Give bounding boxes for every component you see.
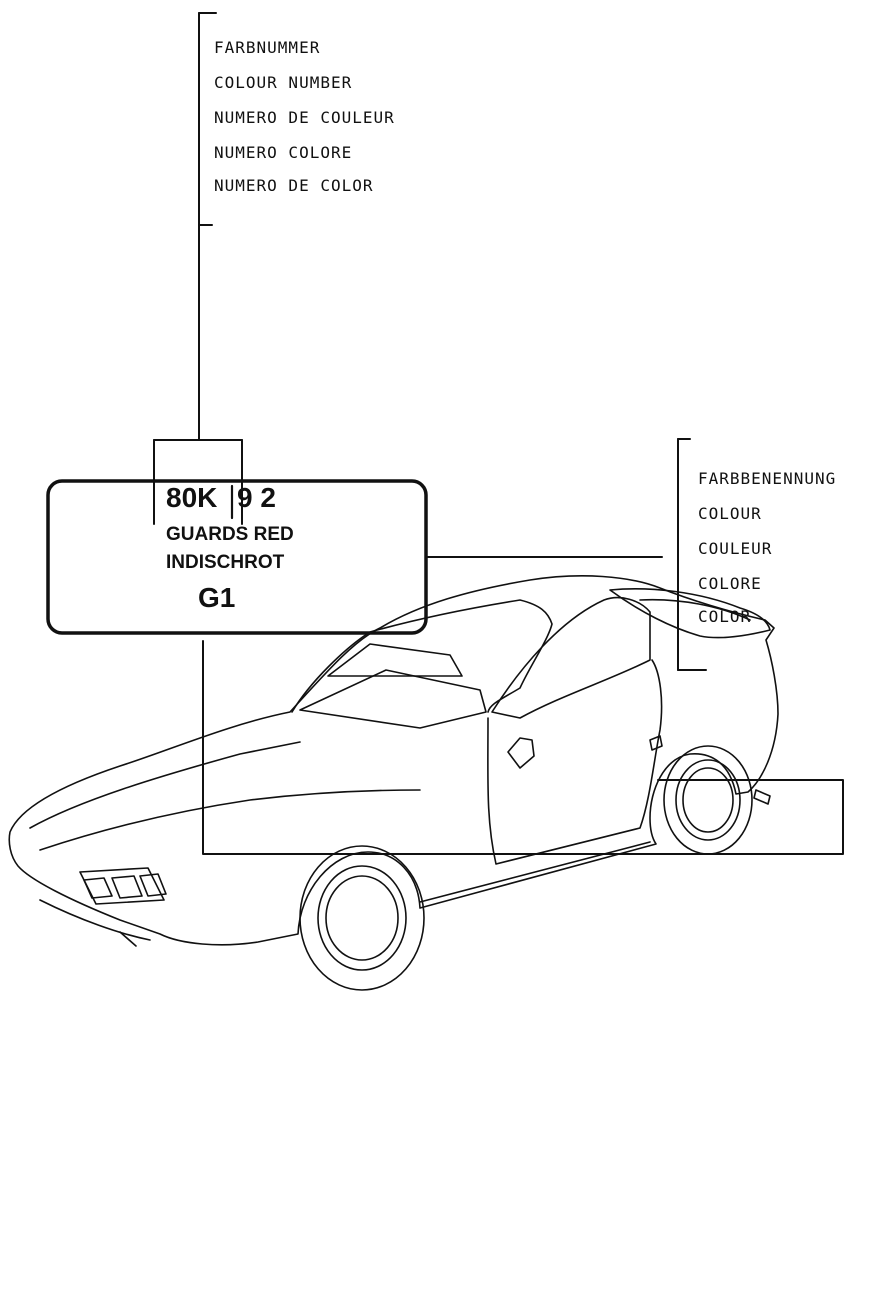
colour-number-label-it: NUMERO COLORE	[214, 143, 353, 162]
tag-location-leader	[202, 640, 844, 855]
colour-name-label-it: COLORE	[698, 574, 762, 593]
car-icon	[8, 575, 779, 991]
tag-paint-code: G1	[198, 582, 236, 613]
tag-name-english: GUARDS RED	[166, 524, 294, 545]
colour-name-label-fr: COULEUR	[698, 539, 773, 558]
colour-name-label-es: COLOR	[698, 607, 752, 626]
tag-number-part-b: 9 2	[237, 482, 276, 513]
colour-number-label-fr: NUMERO DE COULEUR	[214, 108, 395, 127]
colour-number-label-en: COLOUR NUMBER	[214, 73, 353, 92]
colour-name-label-de: FARBBENENNUNG	[698, 469, 837, 488]
colour-number-label-es: NUMERO DE COLOR	[214, 176, 374, 195]
colour-number-label-de: FARBNUMMER	[214, 38, 321, 57]
colour-name-label-en: COLOUR	[698, 504, 762, 523]
colour-name-bracket	[677, 438, 707, 671]
colour-number-bracket	[198, 12, 217, 441]
tag-number-part-a: 80K	[166, 482, 218, 513]
tag-name-german: INDISCHROT	[166, 552, 285, 573]
